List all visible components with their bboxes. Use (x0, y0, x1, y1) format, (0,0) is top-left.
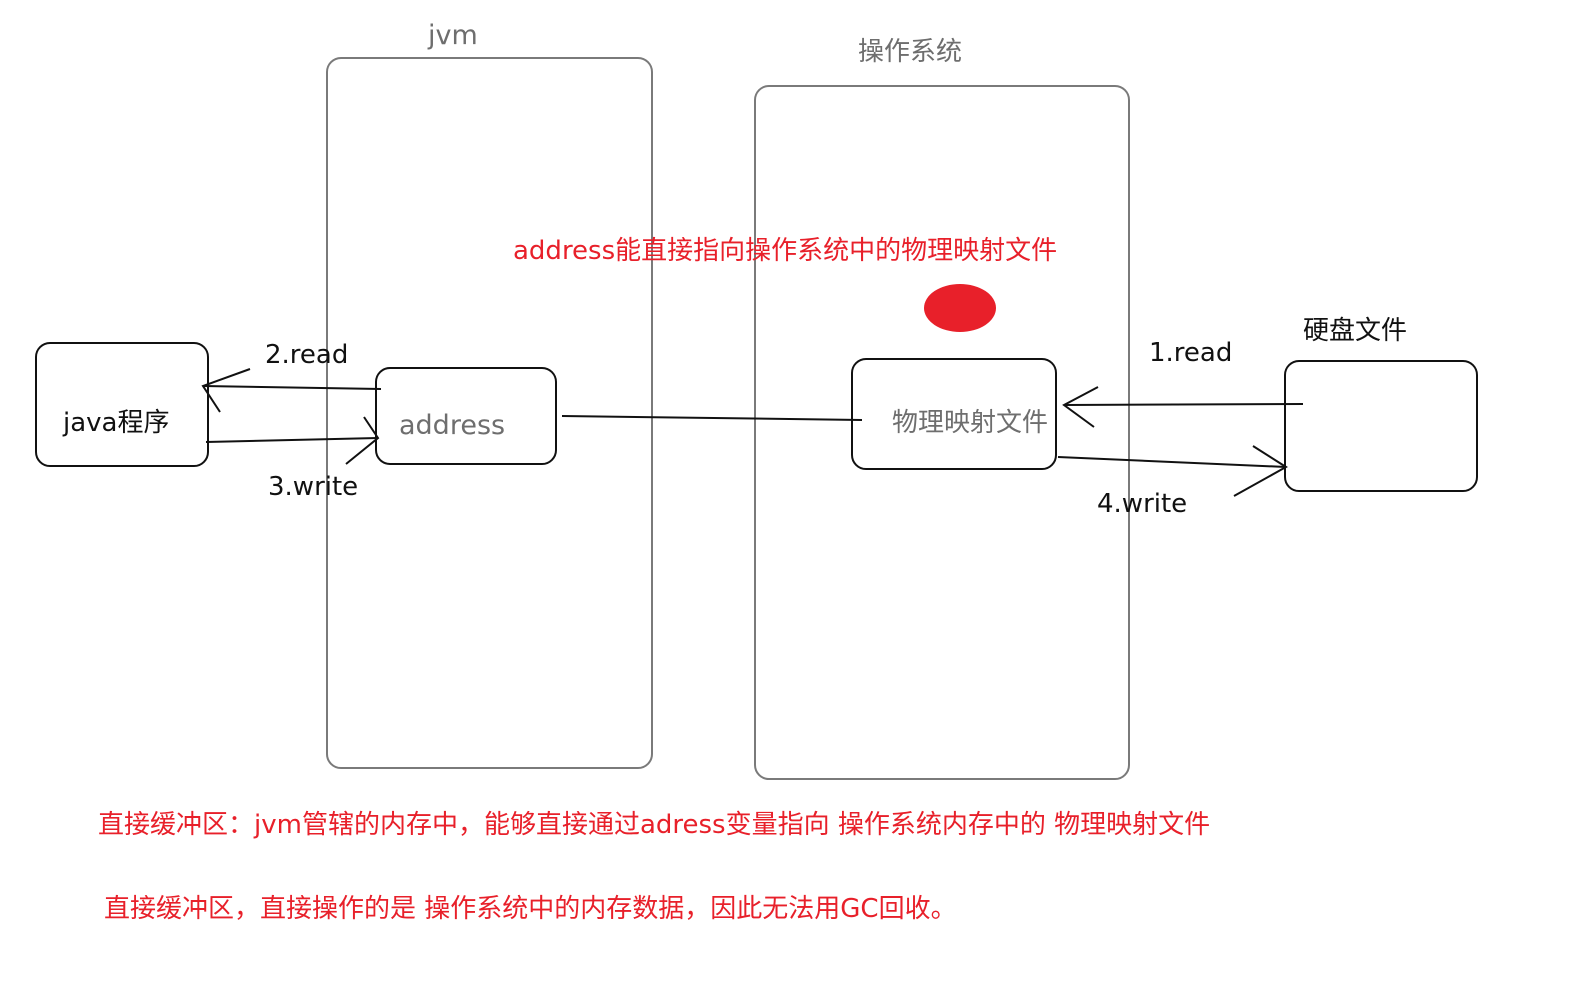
physical-mapped-file-box (851, 358, 1057, 470)
address-mapping-note: address能直接指向操作系统中的物理映射文件 (513, 236, 1058, 266)
os-container (754, 85, 1130, 780)
disk-file-title: 硬盘文件 (1303, 316, 1408, 346)
os-container-title: 操作系统 (858, 37, 963, 67)
red-dot-marker (924, 284, 996, 332)
arrow-3-write-label: 3.write (268, 472, 359, 502)
address-label: address (399, 410, 506, 441)
jvm-container (326, 57, 653, 769)
disk-file-box (1284, 360, 1478, 492)
arrow-1-read (1062, 386, 1304, 428)
arrow-1-read-label: 1.read (1149, 338, 1233, 368)
arrow-2-read (201, 368, 382, 413)
direct-buffer-note-2: 直接缓冲区，直接操作的是 操作系统中的内存数据，因此无法用GC回收。 (104, 894, 957, 924)
physical-mapped-file-label: 物理映射文件 (892, 408, 1049, 438)
java-program-box (35, 342, 209, 467)
java-program-label: java程序 (63, 408, 170, 438)
arrow-4-write (1057, 445, 1288, 497)
address-mapping-link (561, 415, 863, 421)
address-box (375, 367, 557, 465)
jvm-container-title: jvm (428, 20, 478, 51)
direct-buffer-note-1: 直接缓冲区：jvm管辖的内存中，能够直接通过adress变量指向 操作系统内存中… (98, 810, 1211, 840)
arrow-3-write (205, 416, 380, 465)
arrow-4-write-label: 4.write (1097, 489, 1188, 519)
arrow-2-read-label: 2.read (265, 340, 349, 370)
